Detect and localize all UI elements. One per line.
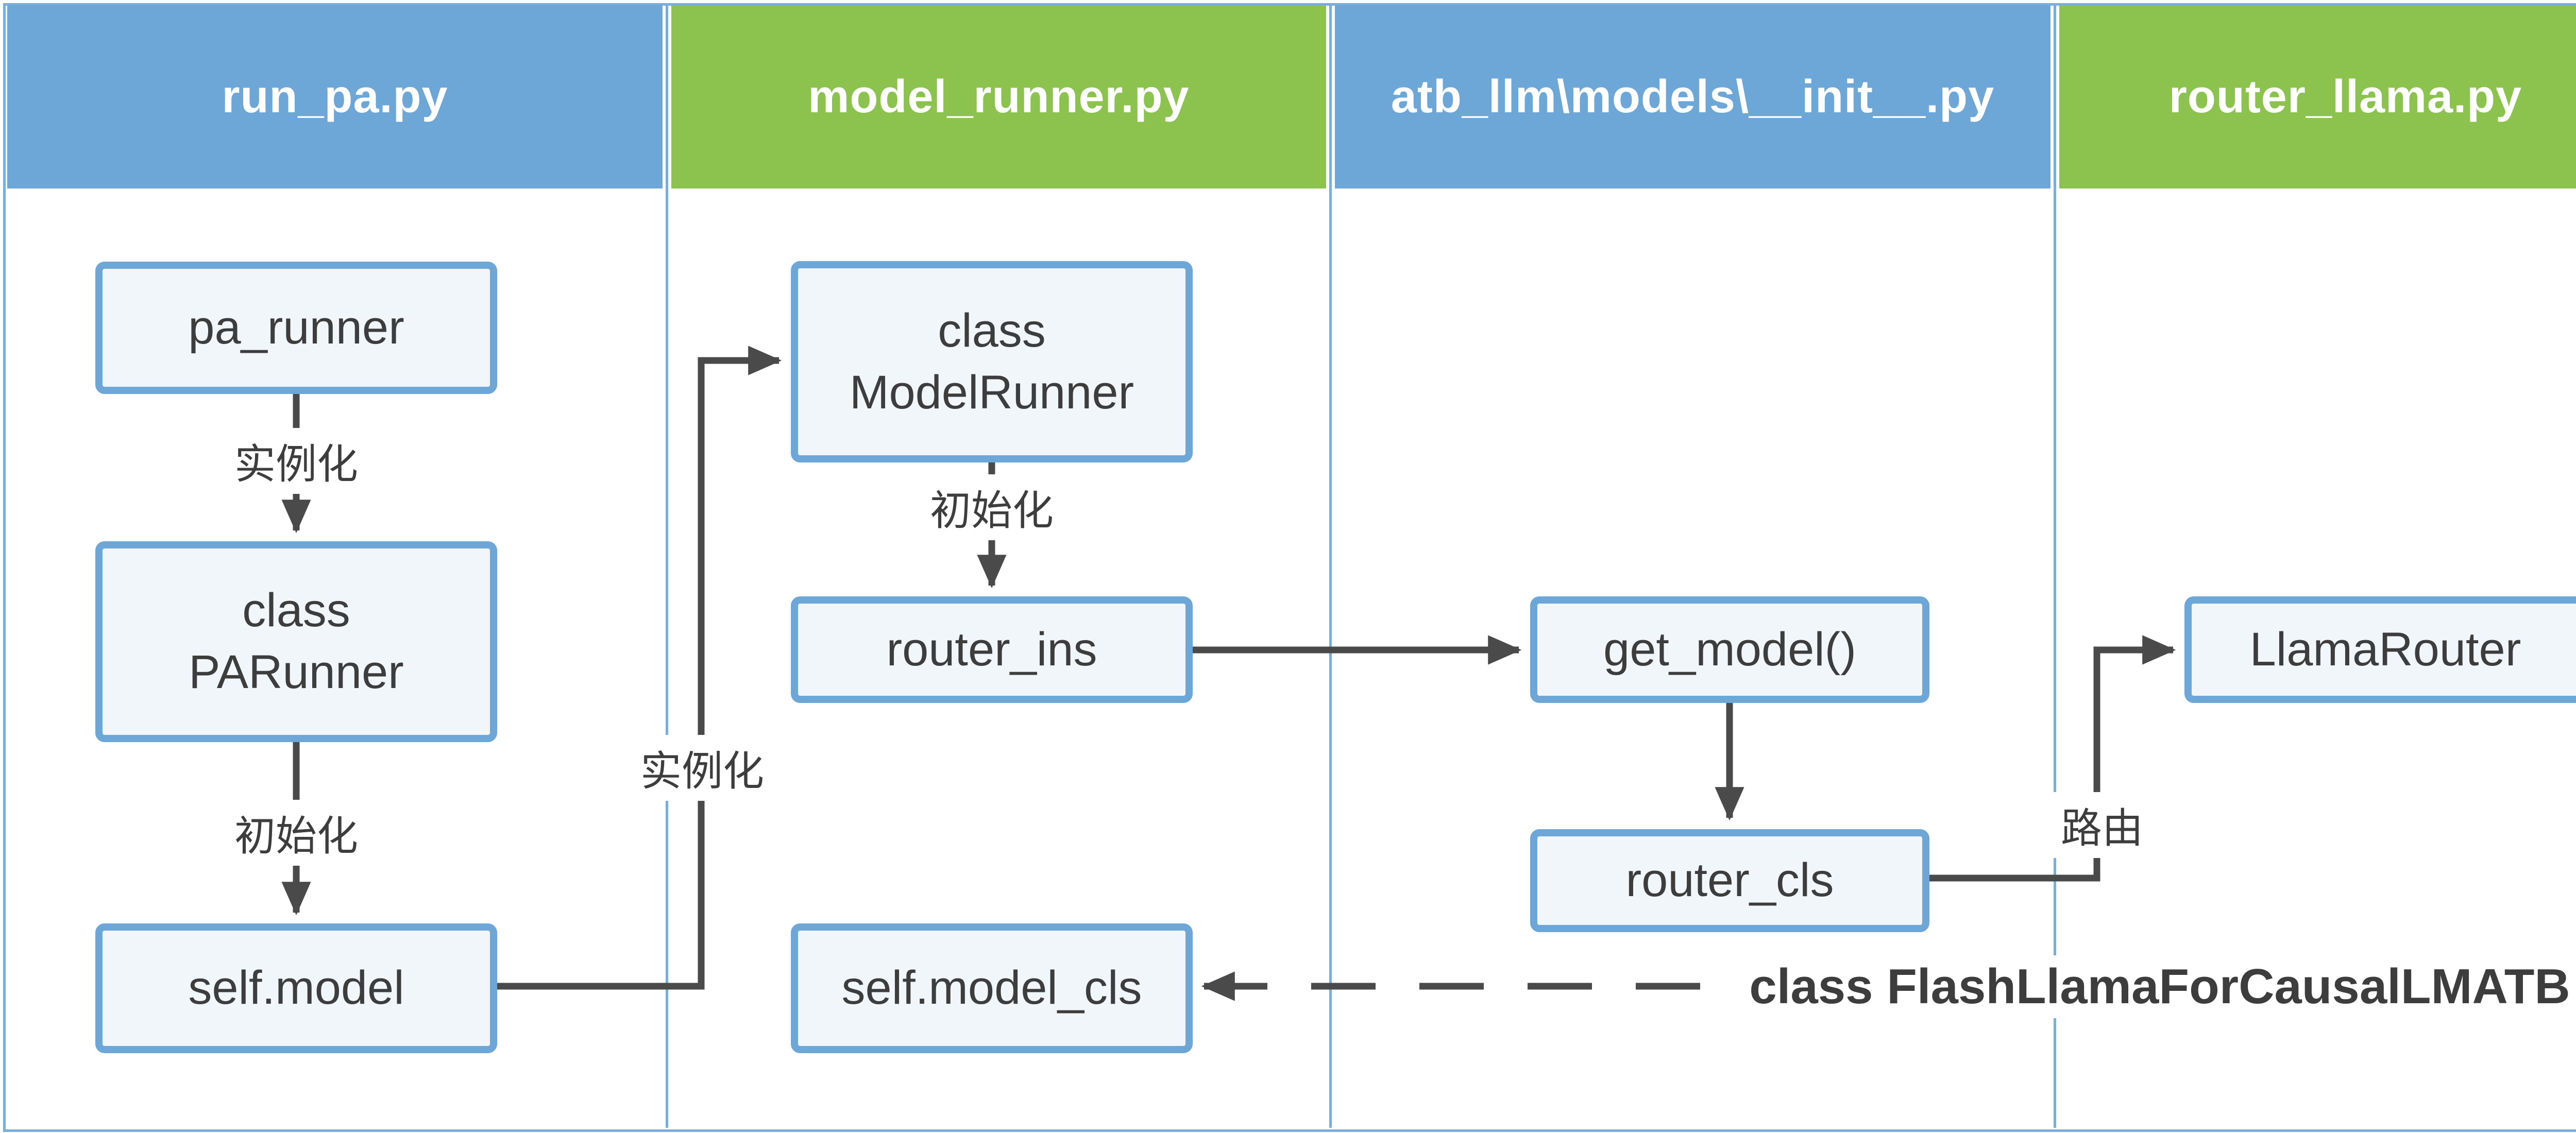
node-router-cls-label: router_cls [1625,854,1834,907]
lane-header-router-llama: router_llama.py [2059,5,2576,188]
node-class-parunner: class PARunner [95,541,497,742]
node-pa-runner-label: pa_runner [188,301,404,354]
edge-label-instantiate-col1: 实例化 [227,428,365,494]
node-get-model-label: get_model() [1603,623,1856,676]
node-get-model: get_model() [1530,596,1929,703]
node-llamarouter: LlamaRouter [2184,596,2576,703]
node-self-model-label: self.model [188,962,404,1015]
node-llamarouter-label: LlamaRouter [2249,623,2521,676]
edge-label-initialize-col1: 初始化 [227,800,365,866]
node-class-parunner-line2: PARunner [189,646,404,698]
node-self-model-cls-label: self.model_cls [841,962,1142,1015]
diagram-outer-frame [3,3,2576,1132]
lane-divider-2 [1329,5,1332,1128]
lane-divider-1 [666,5,668,1128]
node-router-cls: router_cls [1530,829,1929,932]
lane-header-model-runner: model_runner.py [671,5,1326,188]
lane-header-models-init: atb_llm\models\__init__.py [1335,5,2050,188]
node-self-model-cls: self.model_cls [791,923,1193,1053]
node-class-modelrunner-line1: class [938,304,1046,357]
node-self-model: self.model [95,923,497,1053]
lane-header-run-pa: run_pa.py [7,5,663,188]
edge-label-flash-llama-class: class FlashLlamaForCausalLMATB [1742,955,2576,1018]
edge-label-instantiate-col2: 实例化 [633,735,771,801]
node-class-modelrunner: class ModelRunner [791,261,1193,462]
node-pa-runner: pa_runner [95,262,497,394]
lane-divider-3 [2054,5,2056,1128]
node-class-parunner-line1: class [242,584,350,637]
edge-label-route: 路由 [2054,792,2150,858]
arrow-router-cls-to-llamarouter [1929,635,2176,882]
node-class-modelrunner-line2: ModelRunner [849,366,1134,419]
arrow-self-model-to-modelrunner [497,346,782,990]
edge-label-initialize-col2: 初始化 [923,474,1061,540]
node-router-ins-label: router_ins [886,623,1097,676]
node-router-ins: router_ins [791,596,1193,703]
